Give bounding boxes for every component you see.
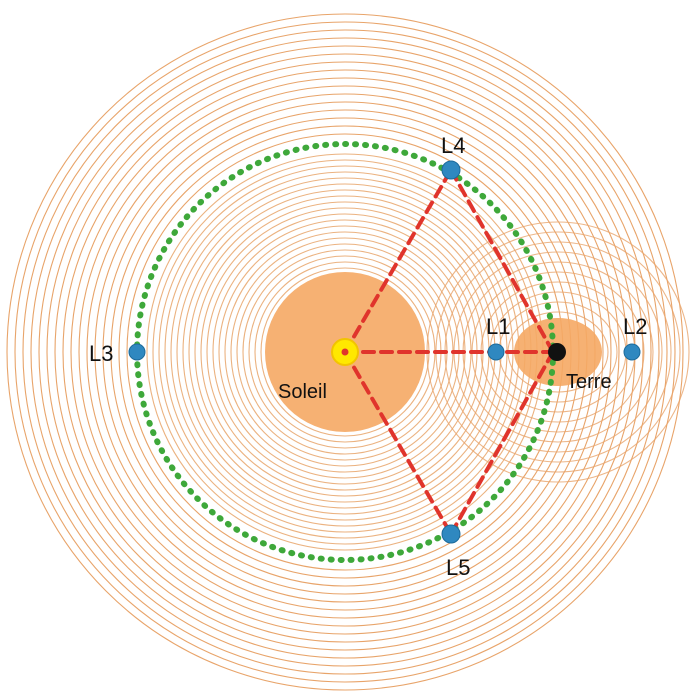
outer-contour-ring bbox=[22, 29, 668, 675]
l3-point-icon bbox=[128, 343, 146, 361]
outer-contour-ring bbox=[70, 77, 620, 627]
l4-earth-line bbox=[449, 168, 555, 354]
l5-point-icon bbox=[441, 524, 461, 544]
outer-contour-ring bbox=[78, 85, 612, 619]
l1-label: L1 bbox=[486, 314, 510, 339]
outer-contour-ring bbox=[86, 93, 604, 611]
sun-l5-line bbox=[343, 350, 453, 536]
l4-point-icon bbox=[441, 160, 461, 180]
outer-contour-ring bbox=[30, 37, 660, 667]
l3-label: L3 bbox=[89, 341, 113, 366]
outer-contour-ring bbox=[14, 21, 676, 683]
l4-label: L4 bbox=[441, 133, 465, 158]
sun-label: Soleil bbox=[278, 381, 327, 403]
sun-l4-line bbox=[343, 168, 453, 354]
outer-contour-ring bbox=[46, 53, 644, 651]
earth-icon bbox=[548, 343, 566, 361]
earth-label: Terre bbox=[566, 371, 612, 393]
sun-icon bbox=[331, 338, 359, 366]
l5-earth-line bbox=[449, 350, 555, 536]
outer-contour-ring bbox=[38, 45, 652, 659]
l2-label: L2 bbox=[623, 314, 647, 339]
l2-point-icon bbox=[623, 343, 641, 361]
outer-contour-ring bbox=[6, 13, 684, 691]
lagrange-triangles bbox=[343, 168, 555, 536]
l5-label: L5 bbox=[446, 555, 470, 580]
l1-point-icon bbox=[487, 343, 505, 361]
